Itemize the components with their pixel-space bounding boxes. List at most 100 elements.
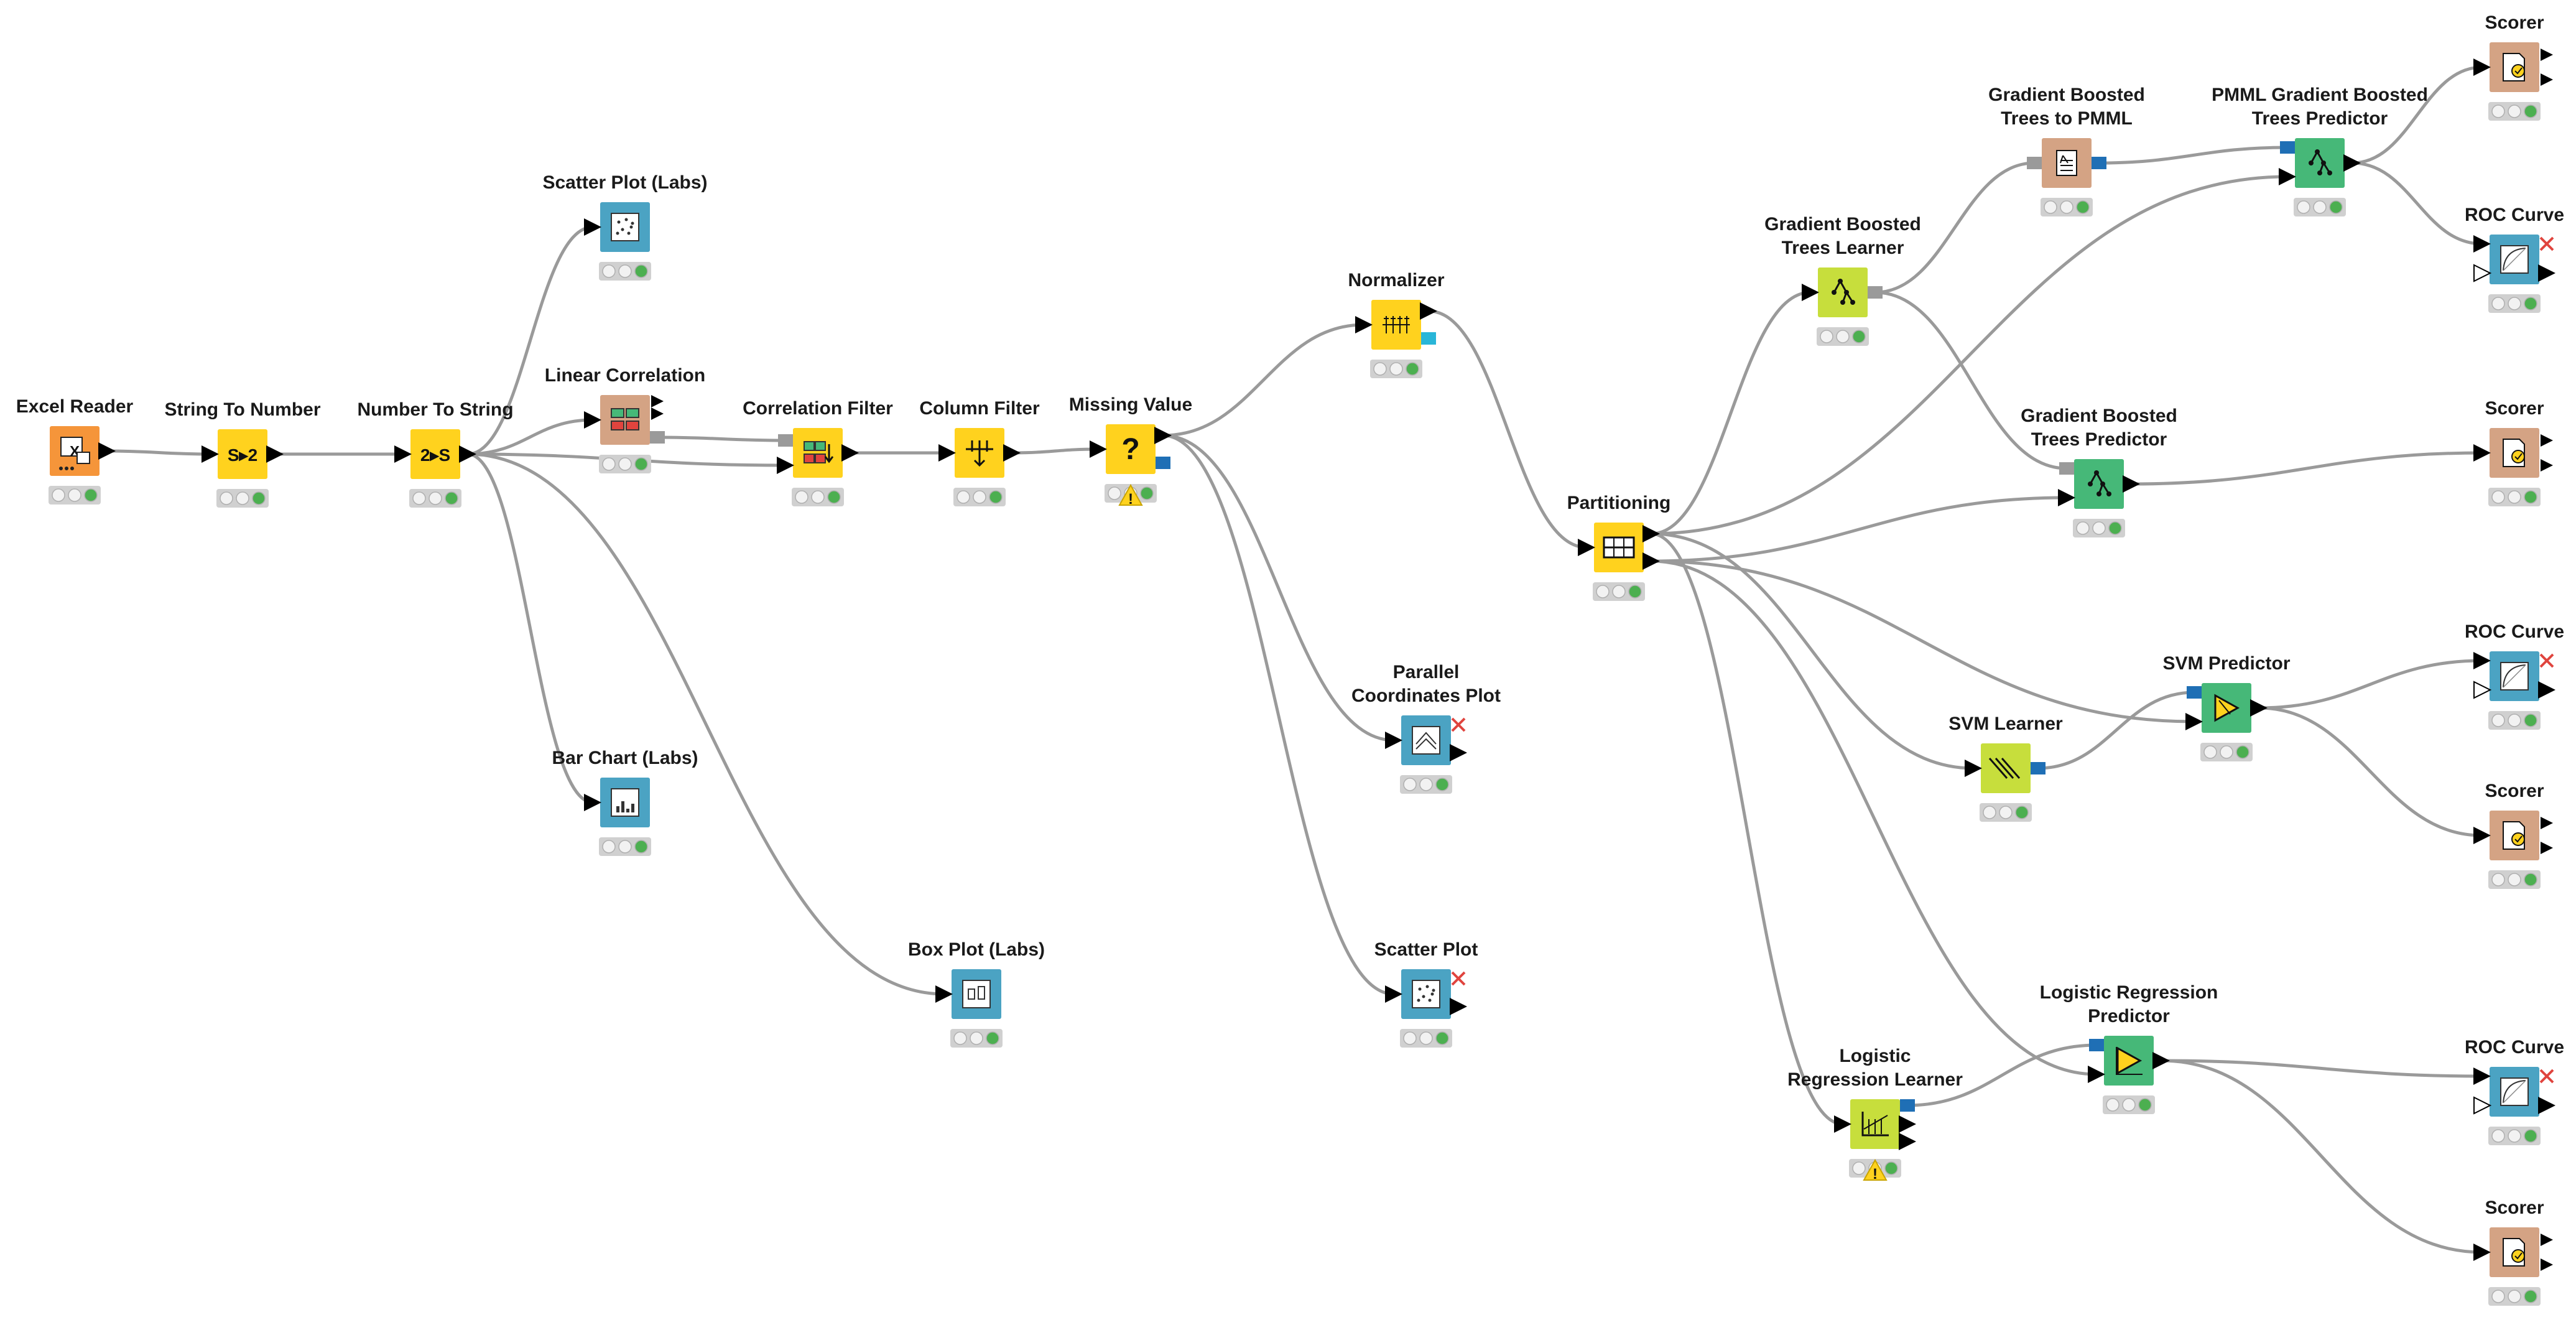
output-port-1[interactable] [2541, 817, 2553, 829]
node-scatter-plot[interactable]: Scatter Plot [1374, 939, 1478, 1048]
connection-missing-value-to-parallel-coordinates-plot[interactable] [1162, 434, 1394, 742]
output-port-1[interactable] [2541, 49, 2553, 61]
input-port-2[interactable] [2473, 1096, 2492, 1115]
input-port-1[interactable] [584, 411, 601, 429]
output-port-1[interactable] [1900, 1099, 1915, 1112]
output-port-3[interactable] [1899, 1133, 1916, 1150]
node-svm-predictor[interactable]: SVM Predictor [2162, 653, 2291, 761]
output-close-icon-1[interactable] [1451, 971, 1466, 986]
input-port-1[interactable] [202, 445, 219, 463]
node-missing-value[interactable]: Missing Value?! [1069, 394, 1192, 508]
output-port-1[interactable] [1003, 444, 1021, 462]
connection-partitioning-to-pmml-gbt-predictor[interactable] [1651, 175, 2288, 536]
node-scorer-4[interactable]: Scorer [2473, 1197, 2553, 1306]
output-port-2[interactable] [651, 407, 664, 420]
output-port-1[interactable] [2031, 762, 2046, 774]
output-port-2[interactable] [1642, 552, 1660, 570]
output-port-2[interactable] [1450, 744, 1467, 761]
output-port-1[interactable] [651, 395, 664, 407]
output-port-2[interactable] [2541, 459, 2553, 472]
node-body[interactable] [410, 429, 460, 479]
input-port-1[interactable] [1385, 985, 1402, 1003]
input-port-2[interactable] [777, 457, 794, 474]
input-port-1[interactable] [1355, 316, 1373, 333]
input-port-1[interactable] [2473, 652, 2491, 669]
input-port-2[interactable] [2185, 713, 2203, 730]
node-body[interactable] [2074, 459, 2124, 509]
connection-partitioning-to-svm-predictor[interactable] [1651, 559, 2195, 723]
output-port-2[interactable] [1156, 457, 1170, 469]
connection-number-to-string-to-bar-chart-labs[interactable] [467, 452, 593, 804]
output-port-2[interactable] [2541, 842, 2553, 854]
input-port-1[interactable] [2280, 141, 2295, 154]
input-port-1[interactable] [2473, 444, 2491, 462]
connection-column-filter-to-missing-value[interactable] [1011, 447, 1099, 455]
output-port-1[interactable] [1154, 427, 1172, 444]
node-linear-correlation[interactable]: Linear Correlation [545, 365, 705, 473]
node-body[interactable] [1818, 267, 1868, 317]
connection-gbt-predictor-to-scorer-2[interactable] [2131, 451, 2483, 486]
output-port-1[interactable] [2250, 699, 2268, 717]
input-port-1[interactable] [2473, 1067, 2491, 1085]
output-close-icon-1[interactable] [2539, 1069, 2554, 1084]
connection-partitioning-to-logreg-learner[interactable] [1651, 532, 1843, 1126]
connection-pmml-gbt-predictor-to-scorer-1[interactable] [2351, 65, 2483, 165]
output-port-2[interactable] [2538, 681, 2555, 699]
connection-svm-predictor-to-scorer-3[interactable] [2258, 706, 2483, 837]
node-partitioning[interactable]: Partitioning [1567, 493, 1671, 601]
output-port-1[interactable] [2092, 157, 2106, 169]
input-port-2[interactable] [2279, 168, 2296, 185]
connection-gbt-to-pmml-to-pmml-gbt-predictor[interactable] [2098, 146, 2288, 165]
node-roc-curve-3[interactable]: ROC Curve [2465, 1037, 2564, 1145]
output-port-2[interactable] [2538, 1097, 2555, 1114]
input-port-1[interactable] [2089, 1039, 2104, 1051]
input-port-1[interactable] [1802, 284, 1819, 301]
output-port-1[interactable] [459, 445, 476, 463]
input-port-1[interactable] [394, 445, 412, 463]
output-port-2[interactable] [1421, 332, 1436, 345]
input-port-2[interactable] [2088, 1066, 2105, 1083]
connection-number-to-string-to-box-plot-labs[interactable] [467, 452, 945, 996]
output-port-1[interactable] [98, 442, 116, 460]
connection-linear-correlation-to-correlation-filter[interactable] [657, 435, 786, 442]
input-port-1[interactable] [1578, 539, 1595, 556]
output-close-icon-1[interactable] [1451, 717, 1466, 732]
output-close-icon-1[interactable] [2539, 653, 2554, 668]
node-body[interactable] [600, 395, 650, 445]
output-port-1[interactable] [1420, 302, 1437, 320]
input-port-1[interactable] [2187, 686, 2202, 699]
node-correlation-filter[interactable]: Correlation Filter [743, 398, 893, 506]
connection-partitioning-to-gbt-learner[interactable] [1651, 291, 1811, 536]
input-port-1[interactable] [2473, 58, 2491, 76]
output-port-1[interactable] [1868, 286, 1883, 299]
input-port-1[interactable] [2473, 1244, 2491, 1261]
input-port-1[interactable] [584, 218, 601, 236]
connection-number-to-string-to-scatter-plot-labs[interactable] [467, 225, 593, 456]
input-port-1[interactable] [2027, 157, 2042, 169]
output-port-2[interactable] [2538, 264, 2555, 282]
node-body[interactable] [1981, 743, 2031, 793]
input-port-1[interactable] [584, 794, 601, 811]
node-column-filter[interactable]: Column Filter [919, 398, 1040, 506]
output-port-1[interactable] [2541, 434, 2553, 447]
connection-svm-learner-to-svm-predictor[interactable] [2037, 691, 2195, 770]
connection-number-to-string-to-linear-correlation[interactable] [467, 418, 593, 456]
output-port-2[interactable] [2541, 73, 2553, 86]
node-normalizer[interactable]: Normalizer [1348, 270, 1445, 378]
node-roc-curve-1[interactable]: ROC Curve [2465, 205, 2564, 313]
node-scorer-3[interactable]: Scorer [2473, 781, 2553, 889]
connection-logreg-predictor-to-roc-curve-3[interactable] [2161, 1059, 2483, 1078]
connection-logreg-learner-to-logreg-predictor[interactable] [1907, 1043, 2097, 1107]
input-port-1[interactable] [1385, 732, 1402, 749]
